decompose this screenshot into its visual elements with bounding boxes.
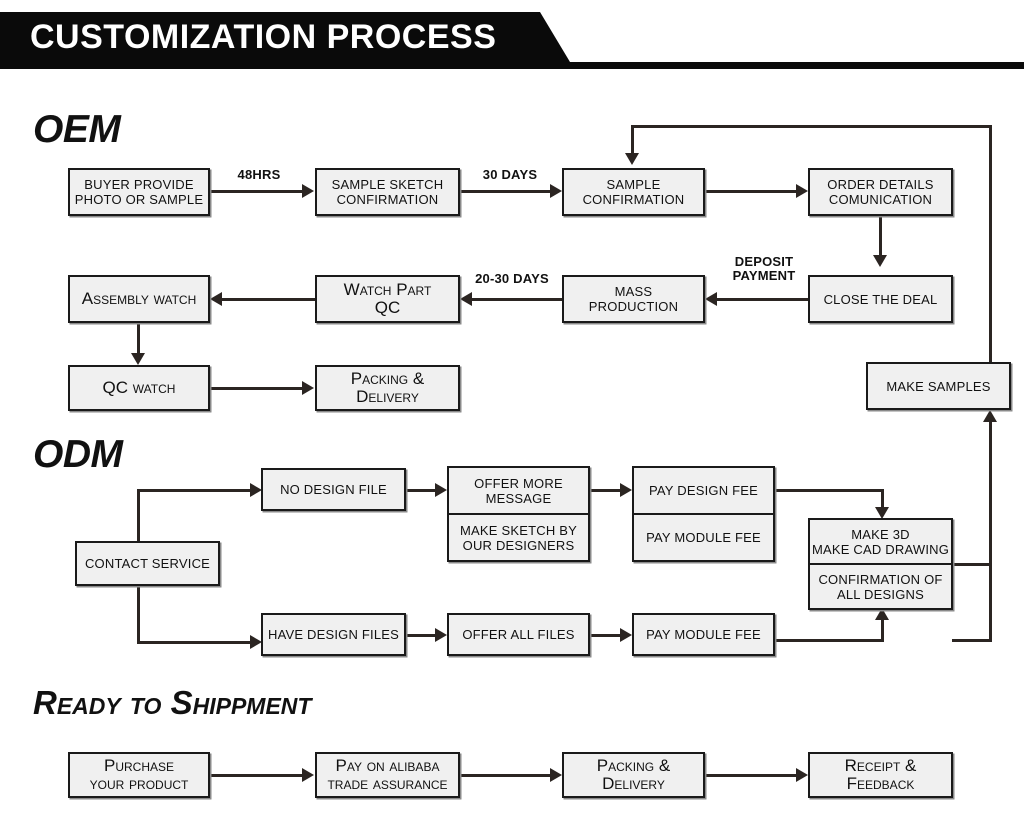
oem-box-mass-production[interactable]: MASS PRODUCTION: [562, 275, 705, 323]
page-title: CUSTOMIZATION PROCESS: [30, 18, 497, 56]
header-banner: [0, 12, 570, 62]
connector-paydesign-down: [881, 489, 884, 510]
connector-qcwatch-to-packing: [210, 387, 304, 390]
connector-sample-to-order: [705, 190, 797, 193]
oem-box-sample-confirmation[interactable]: SAMPLE CONFIRMATION: [562, 168, 705, 216]
odm-cell-offer-more-message[interactable]: OFFER MORE MESSAGE: [449, 468, 588, 515]
connector-assembly-to-qcwatch: [137, 323, 140, 356]
connector-havedesign-to-offerall: [406, 634, 439, 637]
connector-nodesign-to-offermore: [406, 489, 439, 492]
connector-loop-right-vertical: [989, 125, 992, 362]
oem-box-sample-sketch-confirmation[interactable]: SAMPLE SKETCH CONFIRMATION: [315, 168, 460, 216]
arrowhead-buyer-to-sketch: [302, 184, 314, 198]
section-title-odm: ODM: [33, 433, 123, 476]
oem-box-qc-watch[interactable]: QC watch: [68, 365, 210, 411]
connector-contact-to-have-design: [137, 641, 254, 644]
odm-splitbox-offer-message[interactable]: OFFER MORE MESSAGE MAKE SKETCH BY OUR DE…: [447, 466, 590, 562]
header-divider: [0, 62, 1024, 69]
edge-label-deposit-payment: DEPOSIT PAYMENT: [732, 254, 796, 283]
arrowhead-paydesign-into-make3d: [875, 507, 889, 519]
connector-odm-to-make-samples-horizontal: [952, 639, 992, 642]
arrowhead-contact-to-no-design: [250, 483, 262, 497]
connector-make3d-to-right-rail: [951, 563, 991, 566]
odm-cell-confirmation-all-designs[interactable]: CONFIRMATION OF ALL DESIGNS: [818, 571, 943, 602]
odm-cell-make-3d[interactable]: MAKE 3D MAKE CAD DRAWING: [810, 520, 951, 565]
connector-odm-to-make-samples-vertical: [989, 420, 992, 642]
edge-label-48hrs: 48HRS: [237, 167, 281, 182]
odm-box-no-design-file[interactable]: NO DESIGN FILE: [261, 468, 406, 511]
connector-contact-to-no-design: [137, 489, 254, 492]
arrowhead-havedesign-to-offerall: [435, 628, 447, 642]
odm-splitbox-make-3d[interactable]: MAKE 3D MAKE CAD DRAWING CONFIRMATION OF…: [808, 518, 953, 610]
section-title-oem: OEM: [33, 108, 121, 151]
ship-box-packing-delivery[interactable]: Packing & Delivery: [562, 752, 705, 798]
arrowhead-purchase-to-pay: [302, 768, 314, 782]
connector-loop-down-to-sample: [631, 125, 634, 155]
connector-paydesign-right: [775, 489, 884, 492]
odm-box-have-design-files[interactable]: HAVE DESIGN FILES: [261, 613, 406, 656]
arrowhead-nodesign-to-offermore: [435, 483, 447, 497]
oem-box-watch-part-qc[interactable]: Watch Part QC: [315, 275, 460, 323]
oem-box-buyer-provide[interactable]: BUYER PROVIDE PHOTO OR SAMPLE: [68, 168, 210, 216]
connector-paymodule-right: [775, 639, 884, 642]
arrowhead-offerall-to-paymodule: [620, 628, 632, 642]
arrowhead-offermore-to-paydesign: [620, 483, 632, 497]
arrowhead-paymodule-into-confirmation: [875, 608, 889, 620]
odm-box-contact-service[interactable]: CONTACT SERVICE: [75, 541, 220, 586]
connector-sketch-to-sample: [460, 190, 552, 193]
odm-box-offer-all-files[interactable]: OFFER ALL FILES: [447, 613, 590, 656]
connector-close-to-mass: [717, 298, 808, 301]
section-title-shipment: Ready to Shippment: [33, 684, 312, 721]
oem-box-close-the-deal[interactable]: CLOSE THE DEAL: [808, 275, 953, 323]
ship-box-purchase-your-product[interactable]: Purchase your product: [68, 752, 210, 798]
oem-box-order-details-comunication[interactable]: ORDER DETAILS COMUNICATION: [808, 168, 953, 216]
arrowhead-qcwatch-to-packing: [302, 381, 314, 395]
connector-offermore-to-paydesign: [590, 489, 624, 492]
oem-box-make-samples[interactable]: MAKE SAMPLES: [866, 362, 1011, 410]
connector-packing-to-receipt: [705, 774, 797, 777]
connector-buyer-to-sketch: [210, 190, 304, 193]
arrowhead-contact-to-have-design: [250, 635, 262, 649]
ship-box-pay-on-alibaba[interactable]: Pay on alibaba trade assurance: [315, 752, 460, 798]
odm-cell-pay-design-fee[interactable]: PAY DESIGN FEE: [634, 468, 773, 515]
arrowhead-sketch-to-sample: [550, 184, 562, 198]
connector-offerall-to-paymodule: [590, 634, 624, 637]
connector-purchase-to-pay: [210, 774, 304, 777]
connector-watchpart-to-assembly: [222, 298, 315, 301]
arrowhead-loop-into-sample: [625, 153, 639, 165]
odm-cell-make-sketch[interactable]: MAKE SKETCH BY OUR DESIGNERS: [460, 522, 577, 553]
odm-cell-pay-module-fee[interactable]: PAY MODULE FEE: [646, 530, 761, 545]
arrowhead-pay-to-packing: [550, 768, 562, 782]
oem-box-assembly-watch[interactable]: Assembly watch: [68, 275, 210, 323]
connector-paymodule-up: [881, 620, 884, 640]
arrowhead-sample-to-order: [796, 184, 808, 198]
connector-loop-top: [631, 125, 992, 128]
arrowhead-watchpart-to-assembly: [210, 292, 222, 306]
edge-label-20-30-days: 20-30 DAYS: [475, 271, 549, 286]
connector-pay-to-packing: [460, 774, 552, 777]
ship-box-receipt-feedback[interactable]: Receipt & Feedback: [808, 752, 953, 798]
edge-label-30days: 30 DAYS: [482, 167, 538, 182]
arrowhead-close-to-mass: [705, 292, 717, 306]
arrowhead-mass-to-watchpart: [460, 292, 472, 306]
odm-box-pay-module-fee-bottom[interactable]: PAY MODULE FEE: [632, 613, 775, 656]
arrowhead-packing-to-receipt: [796, 768, 808, 782]
connector-order-to-close: [879, 216, 882, 258]
arrowhead-assembly-to-qcwatch: [131, 353, 145, 365]
oem-box-packing-delivery[interactable]: Packing & Delivery: [315, 365, 460, 411]
connector-mass-to-watchpart: [472, 298, 562, 301]
odm-splitbox-fees[interactable]: PAY DESIGN FEE PAY MODULE FEE: [632, 466, 775, 562]
arrowhead-into-make-samples: [983, 410, 997, 422]
arrowhead-order-to-close: [873, 255, 887, 267]
